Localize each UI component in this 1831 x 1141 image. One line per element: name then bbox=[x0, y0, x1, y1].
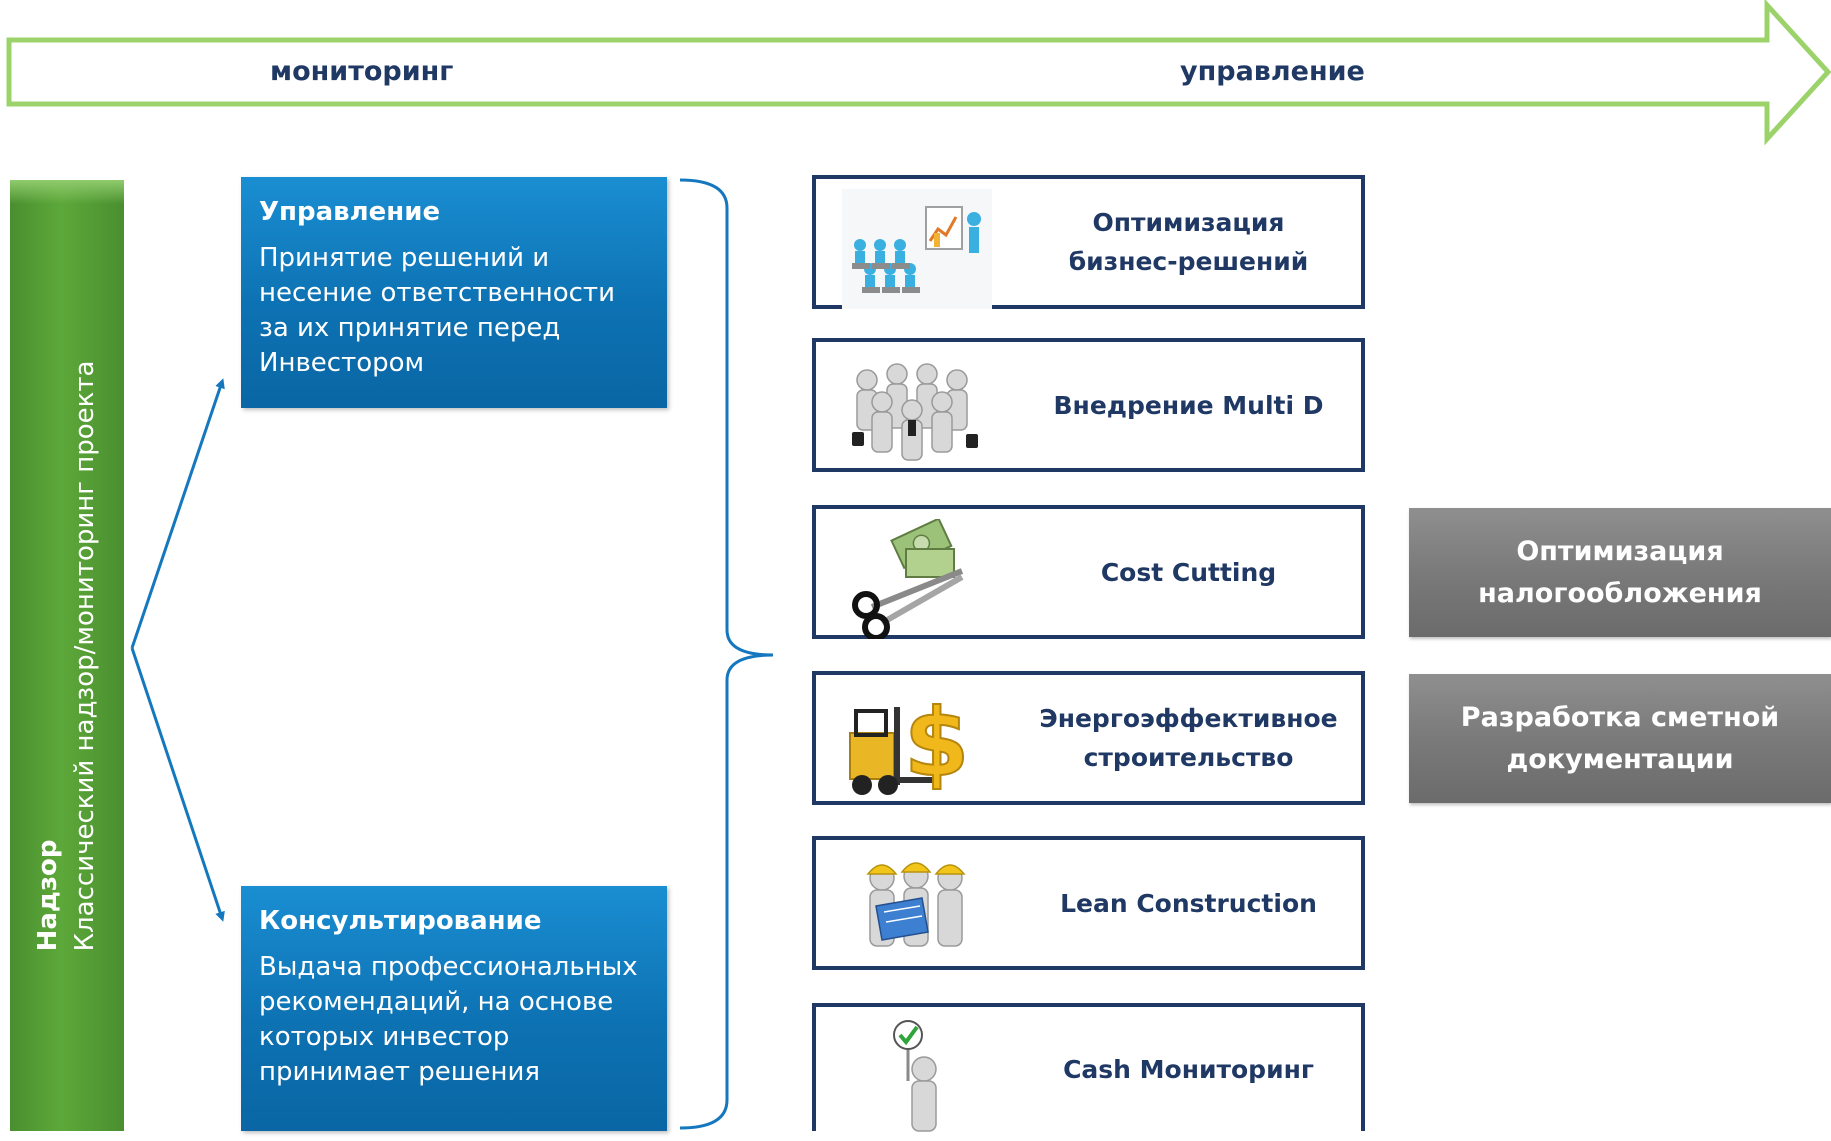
service-box-energy-efficient: $ Энергоэффективное строительство bbox=[812, 671, 1365, 805]
management-title: Управление bbox=[259, 197, 441, 227]
presentation-audience-icon bbox=[842, 189, 992, 309]
extra-service-tax-optimization: Оптимизация налогообложения bbox=[1409, 508, 1831, 637]
scissors-money-icon bbox=[842, 517, 992, 641]
curly-brace-path bbox=[679, 178, 774, 1130]
service-label: Cash Мониторинг bbox=[1063, 1054, 1314, 1084]
branch-arrows bbox=[130, 378, 225, 922]
builders-blueprint-icon bbox=[842, 850, 992, 970]
arrow-label-monitoring: мониторинг bbox=[270, 56, 454, 87]
team-huddle-icon bbox=[842, 352, 992, 472]
service-box-multi-d: Внедрение Multi D bbox=[812, 338, 1365, 472]
management-text: Принятие решений и несение ответственнос… bbox=[259, 243, 615, 378]
process-arrow bbox=[6, 0, 1831, 146]
extra-service-cost-estimates: Разработка сметной документации bbox=[1409, 674, 1831, 803]
consulting-box: Консультирование Выдача профессиональных… bbox=[241, 886, 667, 1131]
curly-brace bbox=[679, 178, 774, 1130]
service-label: Внедрение Multi D bbox=[1053, 390, 1324, 420]
service-box-cash-monitoring: Cash Мониторинг bbox=[812, 1003, 1365, 1132]
consulting-title: Консультирование bbox=[259, 906, 542, 936]
service-label: Cost Cutting bbox=[1100, 557, 1277, 587]
checkmark-sign-person-icon bbox=[842, 1017, 992, 1137]
service-box-cost-cutting: Cost Cutting bbox=[812, 505, 1365, 641]
supervision-bar-shine bbox=[10, 180, 124, 204]
process-arrow-outline bbox=[6, 0, 1831, 146]
management-box: Управление Принятие решений и несение от… bbox=[241, 177, 667, 408]
supervision-bar: Надзор Классический надзор/мониторинг пр… bbox=[10, 180, 124, 1131]
arrow-to-management bbox=[130, 378, 225, 649]
consulting-text: Выдача профессиональных рекомендаций, на… bbox=[259, 952, 638, 1087]
service-box-lean-construction: Lean Construction bbox=[812, 836, 1365, 970]
service-label: Энергоэффективное строительство bbox=[1039, 704, 1338, 772]
svg-text:$: $ bbox=[904, 689, 969, 798]
forklift-dollar-icon: $ bbox=[842, 685, 992, 805]
service-box-business-optimization: Оптимизация бизнес-решений bbox=[812, 175, 1365, 309]
arrow-label-management: управление bbox=[1180, 56, 1365, 87]
service-label: Оптимизация бизнес-решений bbox=[1068, 208, 1309, 276]
arrow-to-consulting bbox=[130, 647, 225, 922]
service-label: Lean Construction bbox=[1060, 888, 1317, 918]
